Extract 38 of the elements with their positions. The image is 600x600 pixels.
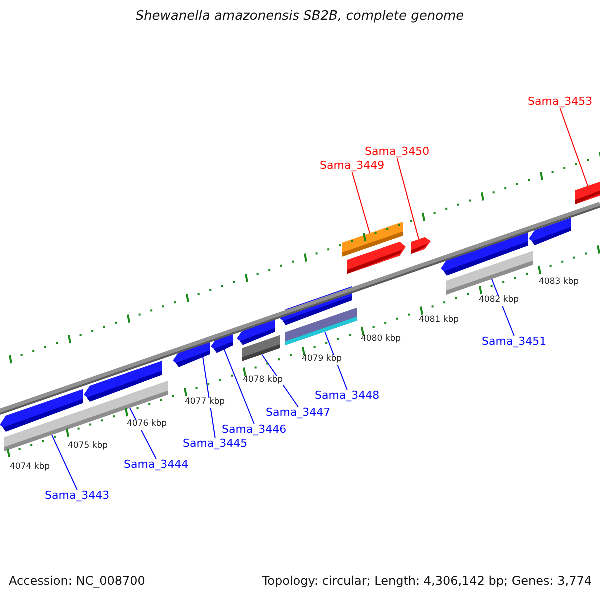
scale-label: 4080 kbp xyxy=(361,335,402,345)
scale-label: 4078 kbp xyxy=(243,376,284,386)
gene-block xyxy=(575,182,600,205)
scale-label: 4081 kbp xyxy=(419,316,460,326)
leader-line xyxy=(396,158,420,240)
leader-line xyxy=(52,434,78,490)
gene-block xyxy=(173,342,210,368)
leader-line xyxy=(202,356,216,438)
gene-block xyxy=(411,237,431,254)
title: Shewanella amazonensis SB2B, complete genome xyxy=(134,10,466,25)
gene-block xyxy=(347,242,406,274)
scale-label: 4083 kbp xyxy=(539,278,580,288)
gene-label: Sama_3453 xyxy=(528,96,593,109)
leader-line xyxy=(224,348,255,424)
gene-bar xyxy=(242,335,280,362)
genome-summary-text: Topology: circular; Length: 4,306,142 bp; Genes: 3,774 xyxy=(262,575,592,589)
gene-label: Sama_3449 xyxy=(320,160,385,173)
gene-block xyxy=(529,218,571,246)
leader-line xyxy=(560,108,588,187)
gene-label: Sama_3446 xyxy=(222,424,287,437)
gene-label: Sama_3445 xyxy=(183,438,248,451)
scale-label: 4079 kbp xyxy=(302,355,342,365)
gene-label: Sama_3451 xyxy=(482,336,547,349)
gene-bar xyxy=(446,251,533,296)
leader-line xyxy=(352,172,370,234)
gene-label: Sama_3443 xyxy=(45,490,110,503)
gene-label: Sama_3448 xyxy=(315,390,380,403)
gene-bar xyxy=(285,308,357,346)
gene-block xyxy=(211,332,233,354)
scale-label: 4074 kbp xyxy=(10,463,50,473)
gene-label: Sama_3444 xyxy=(124,459,189,472)
scale-label: 4075 kbp xyxy=(68,442,108,452)
scale-label: 4077 kbp xyxy=(185,398,226,408)
gene-label: Sama_3447 xyxy=(266,407,331,420)
scale-label: 4082 kbp xyxy=(479,296,520,306)
scale-label: 4076 kbp xyxy=(127,420,168,430)
accession-text: Accession: NC_008700 xyxy=(9,575,146,589)
gene-label: Sama_3450 xyxy=(365,146,430,159)
